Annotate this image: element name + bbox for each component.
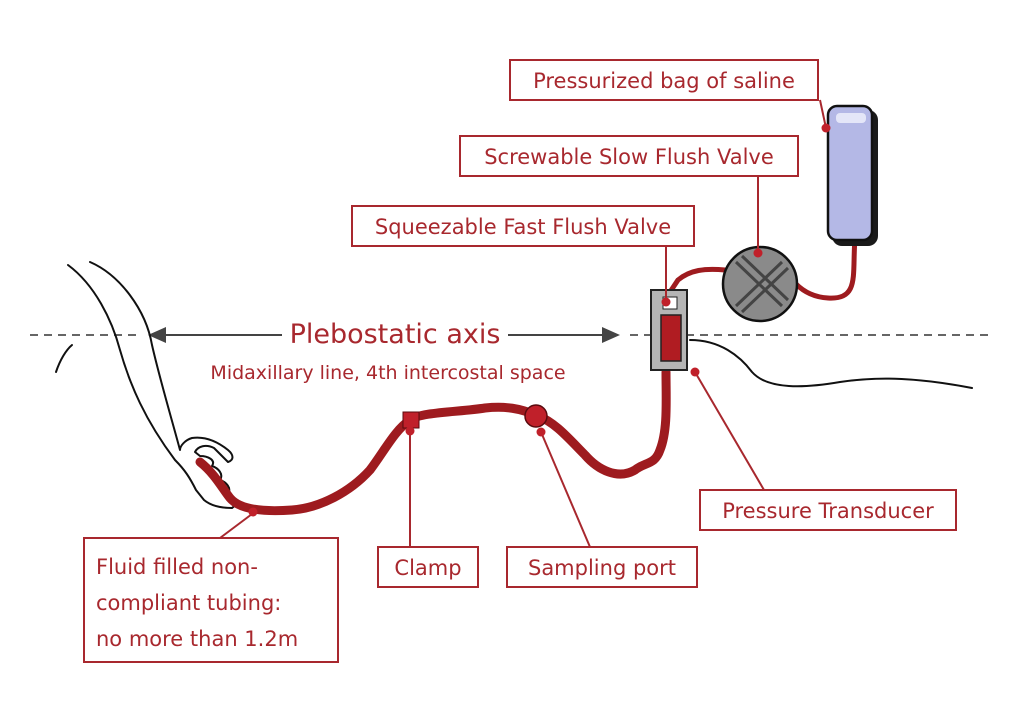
valve-tubing — [665, 266, 728, 298]
label-sampling-port: Sampling port — [506, 546, 698, 588]
patient-arm-outline — [55, 261, 236, 509]
axis-arrow-right — [508, 327, 620, 343]
label-sampling-port-text: Sampling port — [528, 556, 676, 580]
slow-flush-valve-icon — [721, 245, 799, 323]
clamp-icon — [402, 411, 420, 429]
fluid-tubing — [195, 367, 671, 516]
saline-bag — [826, 104, 878, 246]
patient-torso-outline — [689, 339, 973, 389]
label-pressure-transducer: Pressure Transducer — [699, 489, 957, 531]
label-saline-bag: Pressurized bag of saline — [509, 59, 819, 101]
axis-arrow-left — [148, 327, 282, 343]
label-tubing-line-2: compliant tubing: — [96, 591, 281, 615]
saline-tubing — [793, 235, 858, 301]
label-saline-bag-text: Pressurized bag of saline — [533, 69, 795, 93]
label-tubing: Fluid filled non- compliant tubing: no m… — [83, 537, 339, 663]
axis-subtitle: Midaxillary line, 4th intercostal space — [210, 362, 565, 384]
axis-title: Plebostatic axis — [290, 319, 501, 350]
label-slow-flush-valve: Screwable Slow Flush Valve — [459, 135, 799, 177]
label-tubing-line-3: no more than 1.2m — [96, 627, 298, 651]
leader-dots — [248, 123, 831, 517]
label-pressure-transducer-text: Pressure Transducer — [722, 499, 934, 523]
label-clamp: Clamp — [377, 546, 479, 588]
label-clamp-text: Clamp — [394, 556, 461, 580]
label-slow-flush-valve-text: Screwable Slow Flush Valve — [484, 145, 774, 169]
label-fast-flush-valve-text: Squeezable Fast Flush Valve — [375, 215, 671, 239]
sampling-port-icon — [524, 404, 548, 428]
label-fast-flush-valve: Squeezable Fast Flush Valve — [351, 205, 695, 247]
label-tubing-line-1: Fluid filled non- — [96, 555, 258, 579]
leader-lines — [219, 99, 827, 548]
